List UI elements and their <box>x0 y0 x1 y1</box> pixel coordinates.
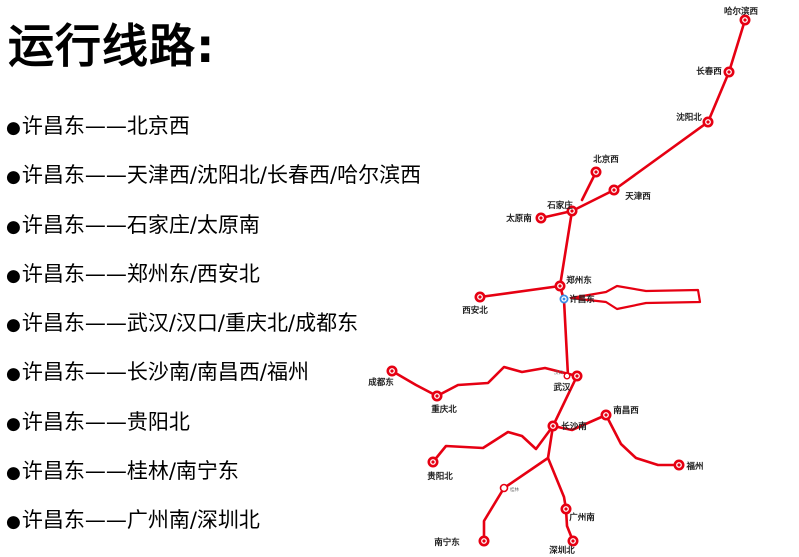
route-item: ●许昌东——北京西 <box>6 106 421 155</box>
route-item: ●许昌东——贵阳北 <box>6 402 421 451</box>
station-label: 武汉 <box>553 382 571 393</box>
station-label: 沈阳北 <box>676 112 702 123</box>
bullet-icon: ● <box>6 167 21 188</box>
station-label: 成都东 <box>368 377 394 388</box>
rail-line-guangzhou <box>546 456 575 543</box>
origin-station-dot <box>562 297 566 301</box>
station-label: 西安北 <box>462 305 488 316</box>
station-label: 重庆北 <box>431 404 457 415</box>
route-label: 许昌东——北京西 <box>21 114 190 138</box>
rail-line-nanning <box>482 424 555 543</box>
route-label: 许昌东——石家庄/太原南 <box>21 212 260 237</box>
route-item: ●许昌东——石家庄/太原南 <box>6 205 421 254</box>
station-dots <box>390 18 747 543</box>
route-item: ●许昌东——长沙南/南昌西/福州 <box>6 352 421 401</box>
rail-line-wuhan-changsha <box>551 374 579 428</box>
station-marker-guilin <box>499 483 509 493</box>
station-label-minor: 汉口 <box>554 369 563 376</box>
station-label: 太原南 <box>505 213 532 224</box>
station-label: 北京西 <box>593 154 619 165</box>
rail-line-west <box>390 365 579 398</box>
route-label: 许昌东——郑州东/西安北 <box>21 261 260 286</box>
route-label: 许昌东——贵阳北 <box>21 409 190 434</box>
route-item: ●许昌东——天津西/沈阳北/长春西/哈尔滨西 <box>6 155 421 204</box>
station-label: 郑州东 <box>566 275 592 286</box>
route-label: 许昌东——武汉/汉口/重庆北/成都东 <box>21 311 359 336</box>
station-labels: 哈尔滨西 长春西 沈阳北 北京西 天津西 石家庄 太原南 郑州东 许昌东 西安北… <box>368 6 758 556</box>
route-item: ●许昌东——桂林/南宁东 <box>6 451 421 500</box>
bullet-icon: ● <box>6 463 21 484</box>
station-label: 深圳北 <box>549 545 575 556</box>
route-item: ●许昌东——郑州东/西安北 <box>6 254 421 303</box>
station-label: 石家庄 <box>546 200 573 211</box>
origin-station-label: 许昌东 <box>569 294 595 305</box>
route-label: 许昌东——广州南/深圳北 <box>21 508 260 533</box>
bullet-icon: ● <box>6 512 21 533</box>
bullet-icon: ● <box>6 216 21 237</box>
bullet-icon: ● <box>6 364 21 385</box>
route-list: ●许昌东——北京西 ●许昌东——天津西/沈阳北/长春西/哈尔滨西 ●许昌东——石… <box>6 106 421 550</box>
station-label: 南昌西 <box>613 405 639 416</box>
station-label: 天津西 <box>625 191 651 202</box>
station-label: 福州 <box>685 461 703 472</box>
route-item: ●许昌东——广州南/深圳北 <box>6 500 421 549</box>
route-label: 许昌东——长沙南/南昌西/福州 <box>21 360 309 385</box>
bullet-icon: ● <box>6 265 21 286</box>
page-title: 运行线路: <box>8 19 216 73</box>
route-label: 许昌东——天津西/沈阳北/长春西/哈尔滨西 <box>21 163 422 188</box>
station-label: 哈尔滨西 <box>724 6 759 17</box>
route-item: ●许昌东——武汉/汉口/重庆北/成都东 <box>6 303 421 352</box>
station-label: 广州南 <box>569 512 595 523</box>
rail-line-xian <box>478 284 562 299</box>
station-marker-hankou <box>563 372 571 380</box>
route-label: 许昌东——桂林/南宁东 <box>21 459 239 484</box>
rail-line-fuzhou <box>604 413 681 467</box>
bullet-icon: ● <box>6 315 21 336</box>
station-label: 南宁东 <box>434 537 460 548</box>
station-label: 长沙南 <box>561 421 587 432</box>
bullet-icon: ● <box>6 413 21 434</box>
station-label: 贵阳北 <box>427 471 453 482</box>
station-label: 长春西 <box>696 66 722 77</box>
minor-station-labels: 汉口 桂林 <box>510 369 563 493</box>
arrow-icon <box>569 284 702 311</box>
rail-line-nanchang <box>551 413 608 432</box>
rail-line-guiyang <box>431 424 555 464</box>
bullet-icon: ● <box>6 118 21 138</box>
station-label-minor: 桂林 <box>510 486 519 493</box>
